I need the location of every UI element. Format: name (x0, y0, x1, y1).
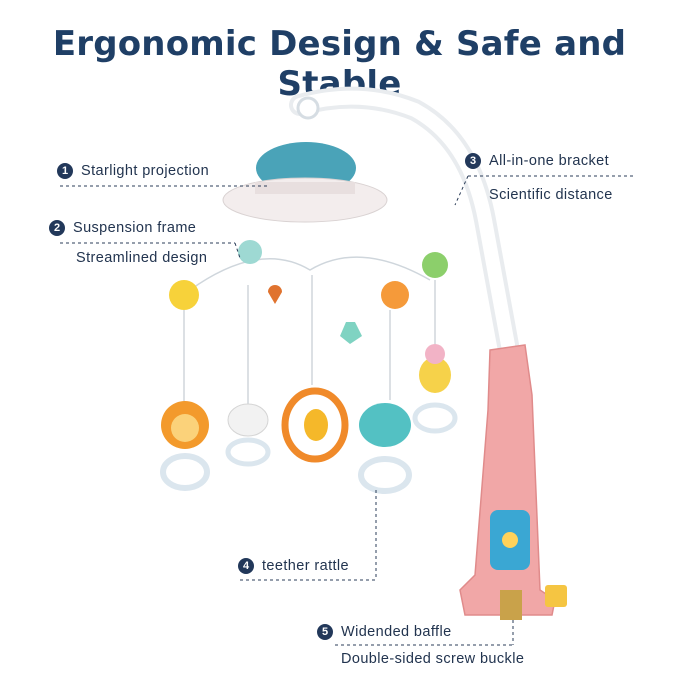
badge-4: 4 (238, 558, 254, 574)
badge-3: 3 (465, 153, 481, 169)
bunny-toy (227, 403, 269, 437)
badge-5: 5 (317, 624, 333, 640)
callout-teether-rattle: 4 teether rattle (238, 558, 349, 574)
duck-toy (304, 409, 328, 441)
callout-suspension-frame: 2 Suspension frame (49, 220, 196, 236)
callout-label-3: All-in-one bracket (489, 153, 610, 169)
callout-label-1: Starlight projection (81, 163, 210, 179)
callout-sublabel-3: Scientific distance (489, 187, 613, 203)
orange-ring (281, 387, 349, 463)
lion-teether-ring (160, 453, 210, 491)
badge-2: 2 (49, 220, 65, 236)
callout-sublabel-2: Streamlined design (76, 250, 208, 266)
badge-1: 1 (57, 163, 73, 179)
callout-widened-baffle: 5 Widended baffle (317, 624, 452, 640)
elephant-toy (359, 403, 411, 447)
callout-label-2: Suspension frame (73, 220, 197, 236)
page-title: Ergonomic Design & Safe and Stable (52, 24, 627, 104)
callout-label-4: teether rattle (262, 558, 350, 574)
callout-starlight-projection: 1 Starlight projection (57, 163, 209, 179)
callout-sublabel-5: Double-sided screw buckle (341, 651, 525, 667)
pink-base (459, 344, 556, 616)
callout-label-5: Widended baffle (341, 624, 452, 640)
top-knob (296, 96, 320, 120)
elephant-teether-ring (358, 456, 412, 494)
callout-all-in-one-bracket: 3 All-in-one bracket (465, 153, 609, 169)
bee-toy (419, 357, 451, 393)
screw-buckle (500, 590, 522, 620)
